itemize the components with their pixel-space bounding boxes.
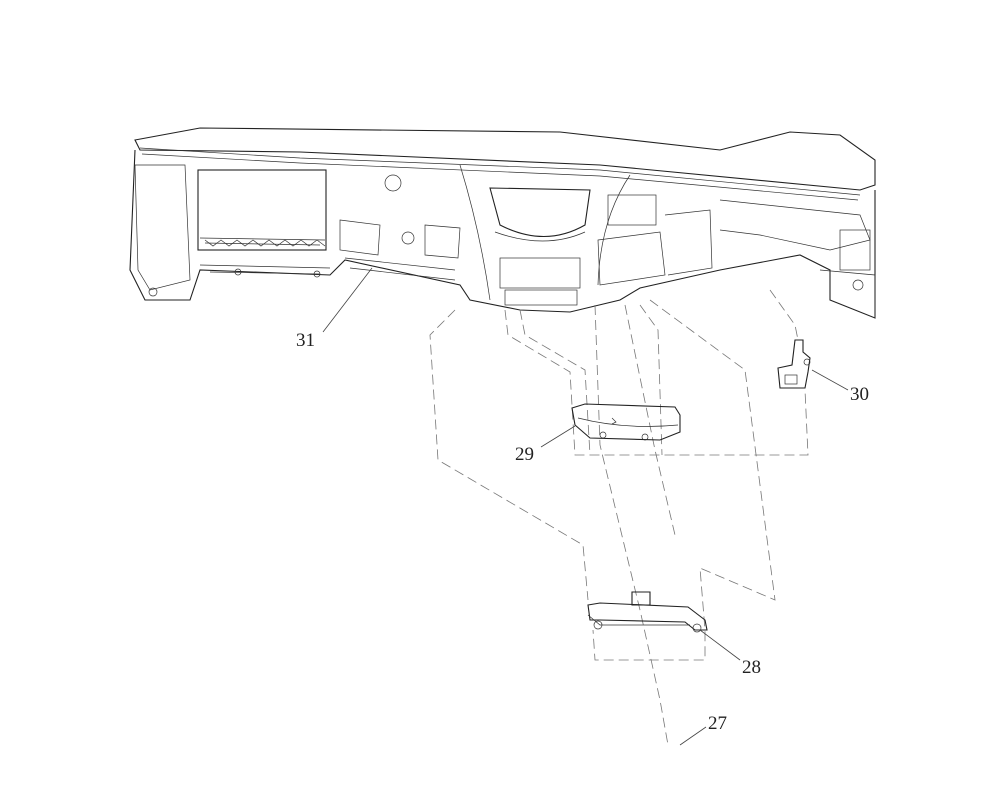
dashboard-assembly [129, 127, 876, 319]
callout-29: 29 [515, 444, 534, 465]
part-30-bracket [777, 339, 811, 389]
leader-29 [540, 425, 576, 448]
part-28-bracket [587, 591, 708, 633]
callout-28: 28 [742, 657, 761, 678]
leader-31 [322, 267, 373, 333]
leader-27 [679, 726, 707, 746]
callout-31: 31 [296, 330, 315, 351]
leader-28 [699, 629, 741, 661]
leader-30 [811, 369, 849, 391]
leader-lines [322, 267, 849, 746]
callout-27: 27 [708, 713, 727, 734]
callout-30: 30 [850, 384, 869, 405]
part-29-bracket [571, 403, 681, 441]
